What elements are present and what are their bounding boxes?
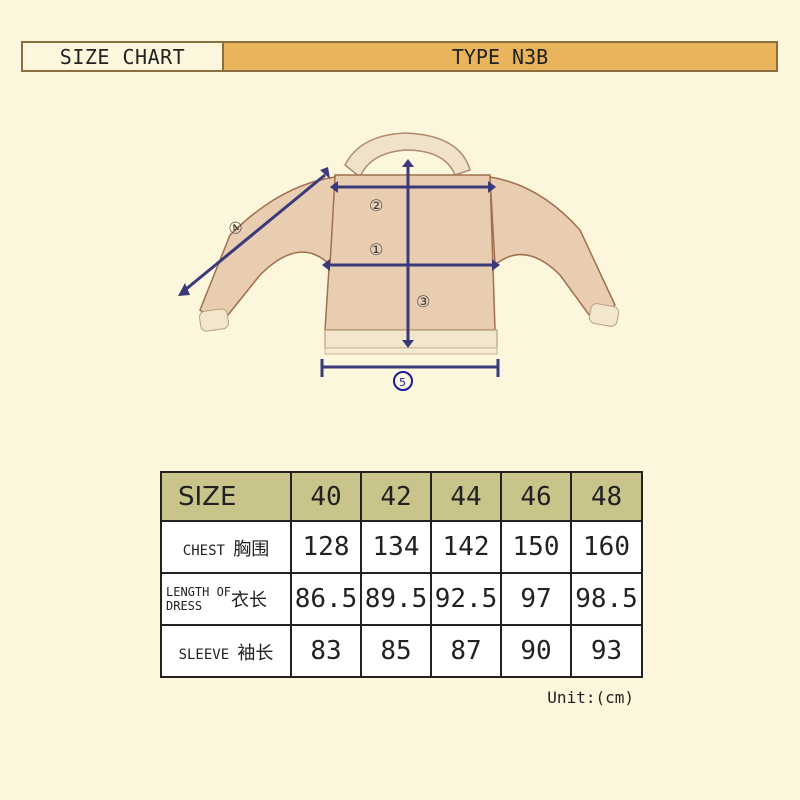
- table-cell: 160: [570, 520, 643, 574]
- size-44: 44: [430, 471, 502, 522]
- table-row-length: LENGTH OF DRESS 衣长 86.5 89.5 92.5 97 98.…: [160, 572, 643, 626]
- length-label-en-2: DRESS: [166, 599, 203, 613]
- size-chart-title: SIZE CHART: [23, 43, 224, 70]
- size-42: 42: [360, 471, 432, 522]
- size-table: SIZE 40 42 44 46 48 CHEST 胸围 128 134 142…: [160, 471, 643, 678]
- table-cell: 134: [360, 520, 432, 574]
- sleeve-label-en: SLEEVE: [178, 647, 230, 663]
- table-cell: 142: [430, 520, 502, 574]
- size-40: 40: [290, 471, 362, 522]
- size-46: 46: [500, 471, 572, 522]
- marker-5: 5: [399, 376, 406, 389]
- size-48: 48: [570, 471, 643, 522]
- table-cell: 86.5: [290, 572, 362, 626]
- table-cell: 128: [290, 520, 362, 574]
- table-row-chest: CHEST 胸围 128 134 142 150 160: [160, 520, 643, 574]
- sleeve-label-cn: 袖长: [237, 643, 274, 664]
- size-header: SIZE: [160, 471, 292, 522]
- table-cell: 90: [500, 624, 572, 678]
- length-label: LENGTH OF DRESS 衣长: [160, 572, 292, 626]
- table-cell: 93: [570, 624, 643, 678]
- marker-3: ③: [416, 292, 430, 311]
- marker-2: ②: [369, 196, 383, 215]
- table-cell: 98.5: [570, 572, 643, 626]
- sleeve-label: SLEEVE 袖长: [160, 624, 292, 678]
- chest-label-cn: 胸围: [233, 539, 270, 560]
- table-cell: 89.5: [360, 572, 432, 626]
- chest-label-en: CHEST: [182, 543, 225, 559]
- type-title: TYPE N3B: [224, 43, 776, 70]
- length-label-en-1: LENGTH OF: [166, 585, 232, 599]
- chest-label: CHEST 胸围: [160, 520, 292, 574]
- length-label-cn: 衣长: [231, 590, 268, 611]
- table-row-sleeve: SLEEVE 袖长 83 85 87 90 93: [160, 624, 643, 678]
- jacket-diagram: ② ① ③ ④ 5: [178, 132, 620, 391]
- table-cell: 150: [500, 520, 572, 574]
- table-cell: 87: [430, 624, 502, 678]
- table-header-row: SIZE 40 42 44 46 48: [160, 471, 643, 522]
- table-cell: 85: [360, 624, 432, 678]
- marker-1: ①: [369, 240, 383, 259]
- table-cell: 97: [500, 572, 572, 626]
- title-bar: SIZE CHART TYPE N3B: [21, 41, 778, 72]
- table-cell: 83: [290, 624, 362, 678]
- unit-label: Unit:(cm): [547, 688, 634, 707]
- table-cell: 92.5: [430, 572, 502, 626]
